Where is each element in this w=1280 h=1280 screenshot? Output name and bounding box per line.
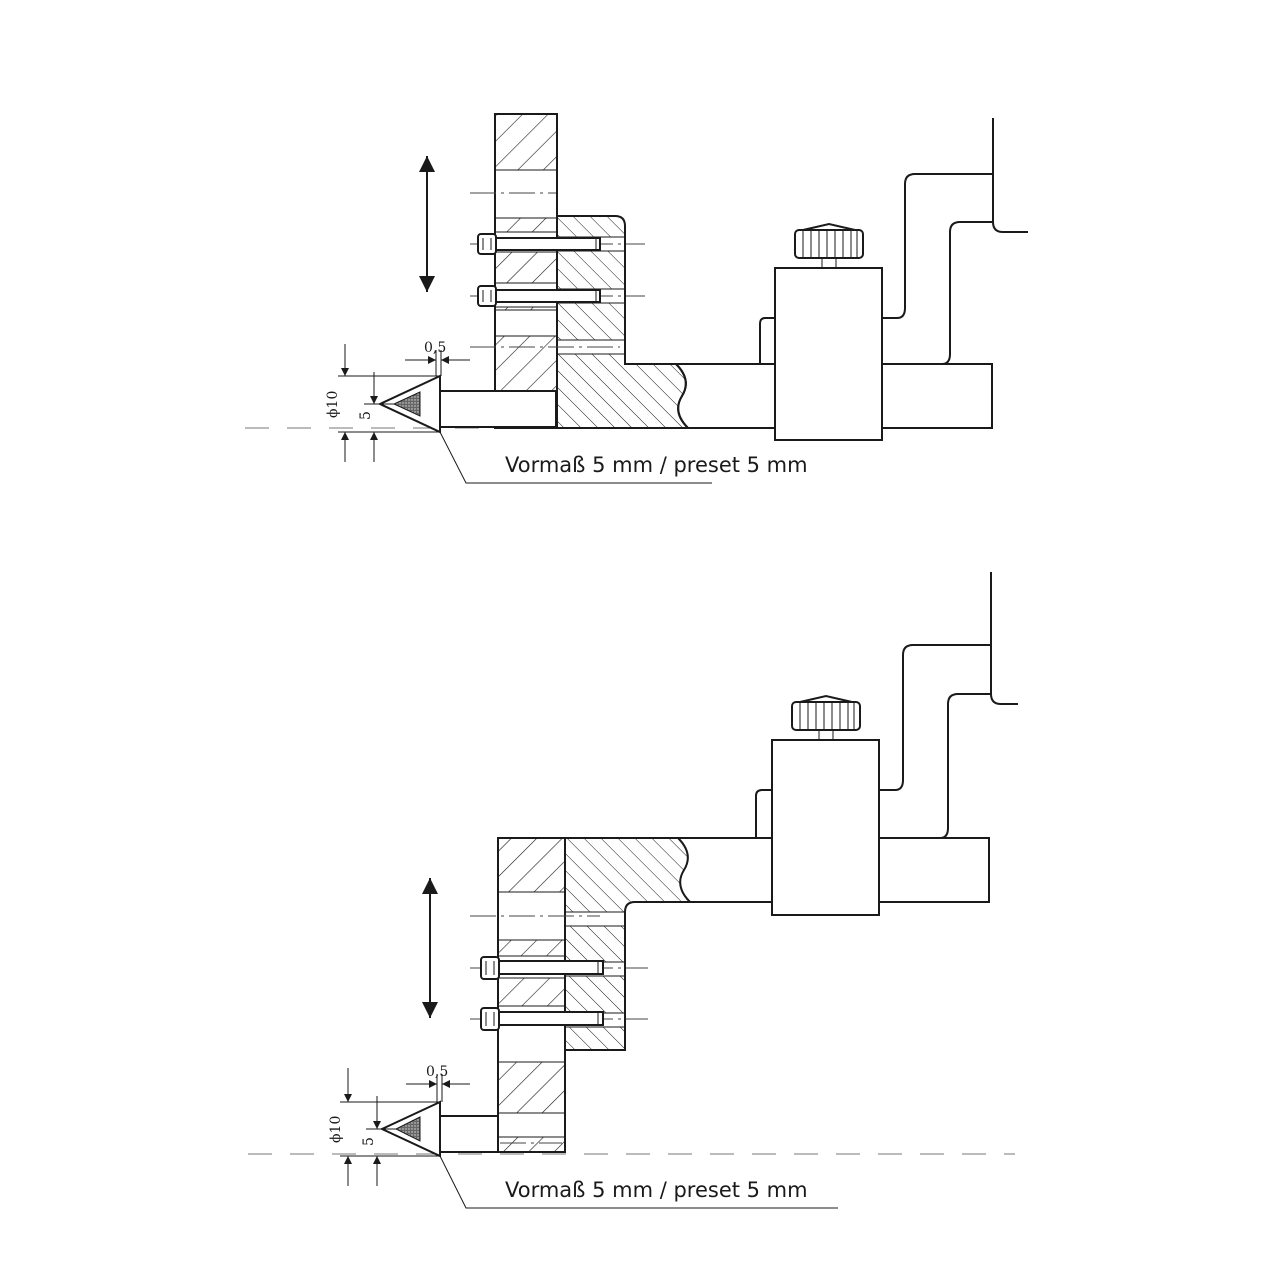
top-dim-diameter: ϕ10 [325, 344, 440, 462]
bottom-dim-diameter-label: ϕ10 [328, 1116, 344, 1143]
bottom-dim-offset: 0,5 [406, 1064, 470, 1102]
top-dim-diameter-label: ϕ10 [325, 391, 341, 418]
top-arm-section [556, 215, 691, 429]
top-slide-plate [494, 113, 558, 429]
top-screw-2-icon [477, 285, 601, 307]
bottom-view: 0,5 ϕ10 5 Vormaß 5 mm / preset 5 mm [248, 572, 1018, 1209]
top-view: 0,5 ϕ10 5 Vormaß 5 mm / preset 5 mm [245, 113, 1028, 484]
bottom-leader-line [439, 1155, 838, 1209]
bottom-dim-height: 5 [361, 1096, 396, 1186]
top-screw-1-icon [477, 233, 601, 255]
bottom-screw-2-icon [480, 1007, 604, 1031]
bottom-pin-shaft [439, 1115, 499, 1153]
bottom-cone-tip [379, 1100, 441, 1158]
top-dim-height-label: 5 [358, 411, 374, 420]
bottom-screw-1-icon [480, 956, 604, 980]
top-leader-line [439, 431, 712, 484]
bottom-arm-section [564, 837, 693, 1051]
top-pin-shaft [439, 390, 557, 428]
top-callout-text: Vormaß 5 mm / preset 5 mm [505, 453, 808, 477]
top-clamp-block [774, 267, 883, 441]
top-knurled-knob-icon [794, 222, 864, 268]
top-dim-offset-label: 0,5 [424, 340, 446, 356]
top-dim-height: 5 [358, 372, 395, 462]
top-frame-profile [883, 118, 1028, 365]
bottom-knurled-knob-icon [791, 694, 861, 740]
top-cone-tip [377, 374, 441, 434]
bottom-dim-height-label: 5 [361, 1137, 377, 1146]
bottom-slide-plate [497, 837, 566, 1153]
bottom-callout-text: Vormaß 5 mm / preset 5 mm [505, 1178, 808, 1202]
bottom-dim-offset-label: 0,5 [426, 1064, 448, 1080]
bottom-frame-profile [880, 572, 1018, 839]
bottom-clamp-block [771, 739, 880, 916]
bottom-dim-diameter: ϕ10 [328, 1068, 440, 1186]
top-dim-offset: 0,5 [405, 340, 470, 376]
